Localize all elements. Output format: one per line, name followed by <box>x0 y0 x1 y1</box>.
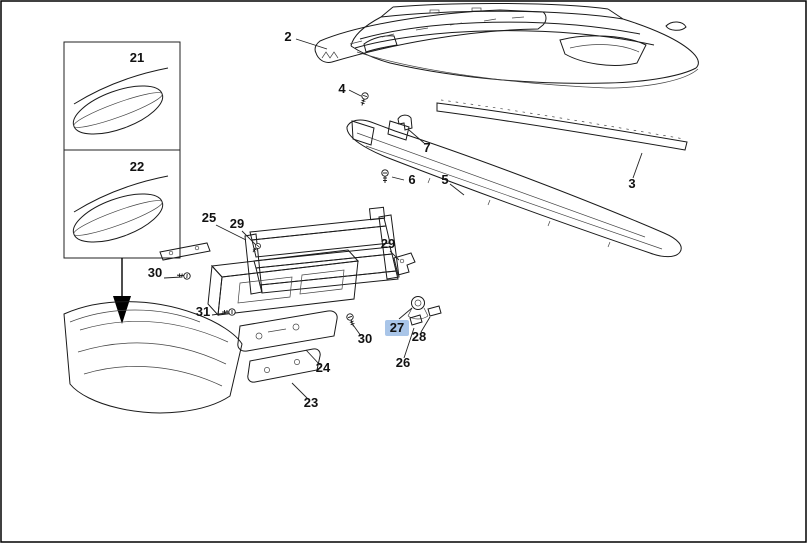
part-23-bracket-plate <box>247 348 321 383</box>
bracket-rail-left <box>159 242 211 261</box>
screw-30-left <box>176 271 191 280</box>
inset-panel-21 <box>63 41 181 151</box>
pointer-arrow <box>113 258 131 324</box>
screw-6 <box>381 169 389 184</box>
selected-part-highlight <box>385 320 409 336</box>
callout-21[interactable]: 21 <box>130 50 144 65</box>
callout-6[interactable]: 6 <box>408 172 415 187</box>
headlamp-left <box>363 35 398 53</box>
part-27-sensor-bracket <box>407 296 429 320</box>
callout-24[interactable]: 24 <box>316 360 331 375</box>
callout-2[interactable]: 2 <box>284 29 291 44</box>
part-5-front-spoiler <box>346 119 682 258</box>
callout-27[interactable]: 27 <box>390 320 404 335</box>
arrow-down-icon <box>113 296 131 324</box>
part-25-active-shutter <box>244 206 400 295</box>
grille-detail-22 <box>72 193 164 243</box>
screw-4 <box>358 91 370 107</box>
part-28-clip <box>427 305 442 317</box>
callout-30a[interactable]: 30 <box>148 265 162 280</box>
callout-3[interactable]: 3 <box>628 176 635 191</box>
callout-29b[interactable]: 29 <box>381 236 395 251</box>
callout-26[interactable]: 26 <box>396 355 410 370</box>
callout-25[interactable]: 25 <box>202 210 216 225</box>
car-front-outline <box>350 2 699 89</box>
leader-lines <box>163 38 643 400</box>
shutter-actuator <box>368 206 386 221</box>
part-grille-lower <box>63 301 243 414</box>
part-7-clip <box>397 114 413 131</box>
callout-30b[interactable]: 30 <box>358 331 372 346</box>
callout-5[interactable]: 5 <box>441 172 448 187</box>
screw-30-right <box>345 312 357 328</box>
part-31-air-guide-frame <box>207 249 360 317</box>
callout-31[interactable]: 31 <box>196 304 210 319</box>
headlamp-right <box>559 35 647 66</box>
callout-29a[interactable]: 29 <box>230 216 244 231</box>
grille-detail-21 <box>72 85 164 135</box>
callout-22[interactable]: 22 <box>130 159 144 174</box>
callout-7[interactable]: 7 <box>423 140 430 155</box>
part-2-underbody-shield <box>314 9 547 63</box>
mirror-right <box>665 21 687 31</box>
callout-27-selected[interactable]: 27 <box>385 320 409 336</box>
inset-panel-22 <box>63 149 181 259</box>
part-26-retainer <box>409 314 423 326</box>
part-24-bracket-plate <box>237 310 338 352</box>
callout-4[interactable]: 4 <box>338 81 346 96</box>
callout-23[interactable]: 23 <box>304 395 318 410</box>
part-29-bracket-right <box>393 252 416 276</box>
part-3-spoiler-strip <box>436 99 688 151</box>
callout-28[interactable]: 28 <box>412 329 426 344</box>
